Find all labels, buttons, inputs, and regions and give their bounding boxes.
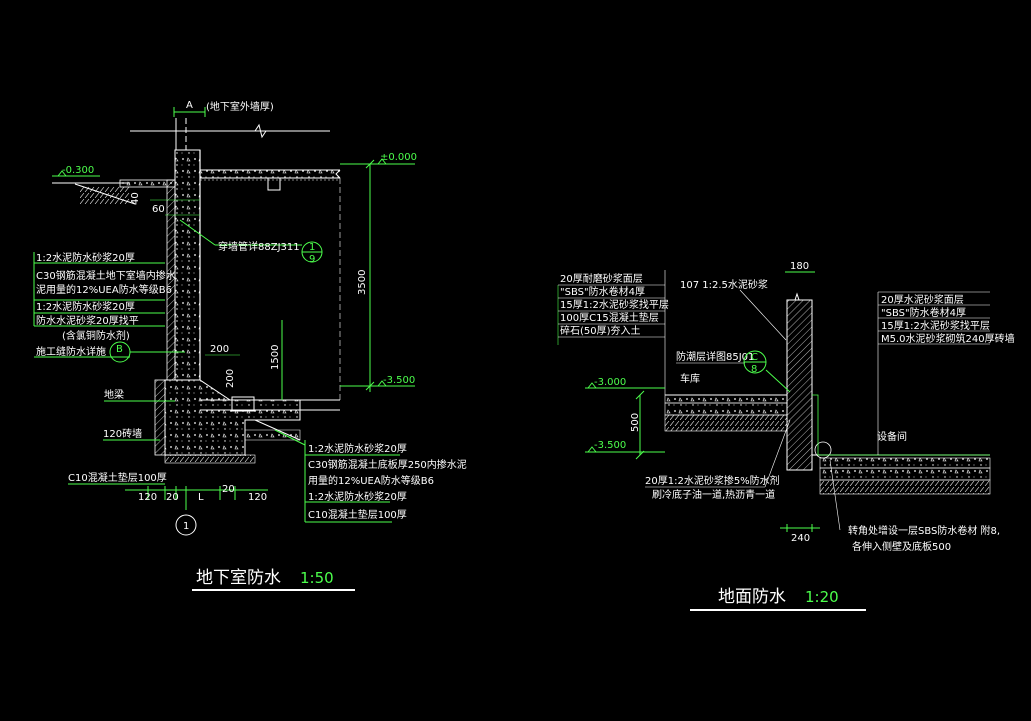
dim-200-b: 200 [225,369,236,388]
wall-layer-2: C30钢筋混凝土地下室墙内掺水 [36,269,176,282]
floor-layer-4: 1:2水泥防水砂浆20厚 [308,490,407,503]
brick-wall-label: 120砖墙 [103,427,142,440]
dim-bottom-4: 20 [222,484,235,495]
axis-a-label: A [186,100,193,111]
dim-bottom-1: 120 [138,492,157,503]
dim-bottom-2: 20 [166,492,179,503]
r-left-layer-5: 碎石(50厚)夯入土 [560,324,641,337]
r-right-layer-1: 20厚水泥砂浆面层 [881,293,964,306]
dim-bottom-3: L [198,492,204,503]
floor-layer-5: C10混凝土垫层100厚 [308,508,407,521]
dim-40: 40 [130,192,141,205]
bottom-note-2: 刷冷底子油一道,热沥青一道 [652,488,775,501]
level-floor: -3.500 [383,375,415,386]
floor-layer-2: C30钢筋混凝土底板厚250内掺水泥 [308,458,467,471]
r-right-layer-2: "SBS"防水卷材4厚 [881,306,966,319]
c10-cushion-label: C10混凝土垫层100厚 [68,471,167,484]
plaster-note: 107 1:2.5水泥砂浆 [680,278,768,291]
dim-500: 500 [630,413,641,432]
pipe-note: 穿墙管详88ZJ311 [218,240,300,253]
construction-joint-note: 施工缝防水详施 [36,345,106,358]
ref1-top: 1 [309,242,315,253]
floor-waterproof-detail: 20厚耐磨砂浆面层 "SBS"防水卷材4厚 15厚1:2水泥砂浆找平层 100厚… [557,261,1015,611]
dim-bottom-5: 120 [248,492,267,503]
dim-240: 240 [791,533,810,544]
level-zero: ±0.000 [380,152,417,163]
axis-1-label: 1 [183,521,189,532]
right-scale: 1:20 [805,588,839,606]
axis-a-note: (地下室外墙厚) [206,100,274,113]
wall-layer-5: 防水水泥砂浆20厚找平 [36,314,139,327]
r-right-layer-4: M5.0水泥砂浆砌筑240厚砖墙 [881,332,1015,345]
wall-layer-notes: 1:2水泥防水砂浆20厚 C30钢筋混凝土地下室墙内掺水 泥用量的12%UEA防… [33,251,176,342]
right-title: 地面防水 [718,587,786,607]
level-outside: -0.300 [62,165,94,176]
wall-layer-3: 泥用量的12%UEA防水等级B6 [36,283,172,296]
floor-layer-1: 1:2水泥防水砂浆20厚 [308,442,407,455]
ref-b-label: B [116,344,123,355]
equipment-room-label: 设备间 [877,430,907,443]
dim-200-a: 200 [210,344,229,355]
level-a: -3.000 [594,377,626,388]
wall-layer-4: 1:2水泥防水砂浆20厚 [36,300,135,313]
moisture-note: 防潮层详图85J01 [676,350,754,363]
r-left-layer-1: 20厚耐磨砂浆面层 [560,272,643,285]
left-title: 地下室防水 [196,568,281,588]
dim-3500: 3500 [357,270,368,295]
floor-layer-notes: 1:2水泥防水砂浆20厚 C30钢筋混凝土底板厚250内掺水泥 用量的12%UE… [274,429,467,523]
floor-layer-3: 用量的12%UEA防水等级B6 [308,474,434,487]
bottom-dimensions: 120 20 L 20 120 1 [125,484,268,536]
dim-1500: 1500 [270,345,281,370]
dim-180: 180 [790,261,809,272]
ref1-bot: 9 [309,254,315,265]
r-left-layer-3: 15厚1:2水泥砂浆找平层 [560,298,669,311]
dim-60: 60 [152,204,165,215]
left-scale: 1:50 [300,569,334,587]
r-right-layer-3: 15厚1:2水泥砂浆找平层 [881,319,990,332]
level-b: -3.500 [594,440,626,451]
wall-layer-1: 1:2水泥防水砂浆20厚 [36,251,135,264]
ground-beam-label: 地梁 [104,388,124,401]
r-left-layer-4: 100厚C15混凝土垫层 [560,311,659,324]
ref-8-label: 8 [751,364,757,375]
ref-c-label: C [751,352,758,363]
wall-layer-6: (含氯铜防水剂) [62,329,130,342]
corner-note-1: 转角处增设一层SBS防水卷材 附8, [848,524,1000,537]
r-left-layer-2: "SBS"防水卷材4厚 [560,285,645,298]
corner-note-2: 各伸入侧壁及底板500 [852,540,951,553]
garage-label: 车库 [680,372,700,385]
bottom-note-1: 20厚1:2水泥砂浆掺5%防水剂 [645,474,780,487]
basement-waterproof-detail: A (地下室外墙厚) [33,100,467,591]
